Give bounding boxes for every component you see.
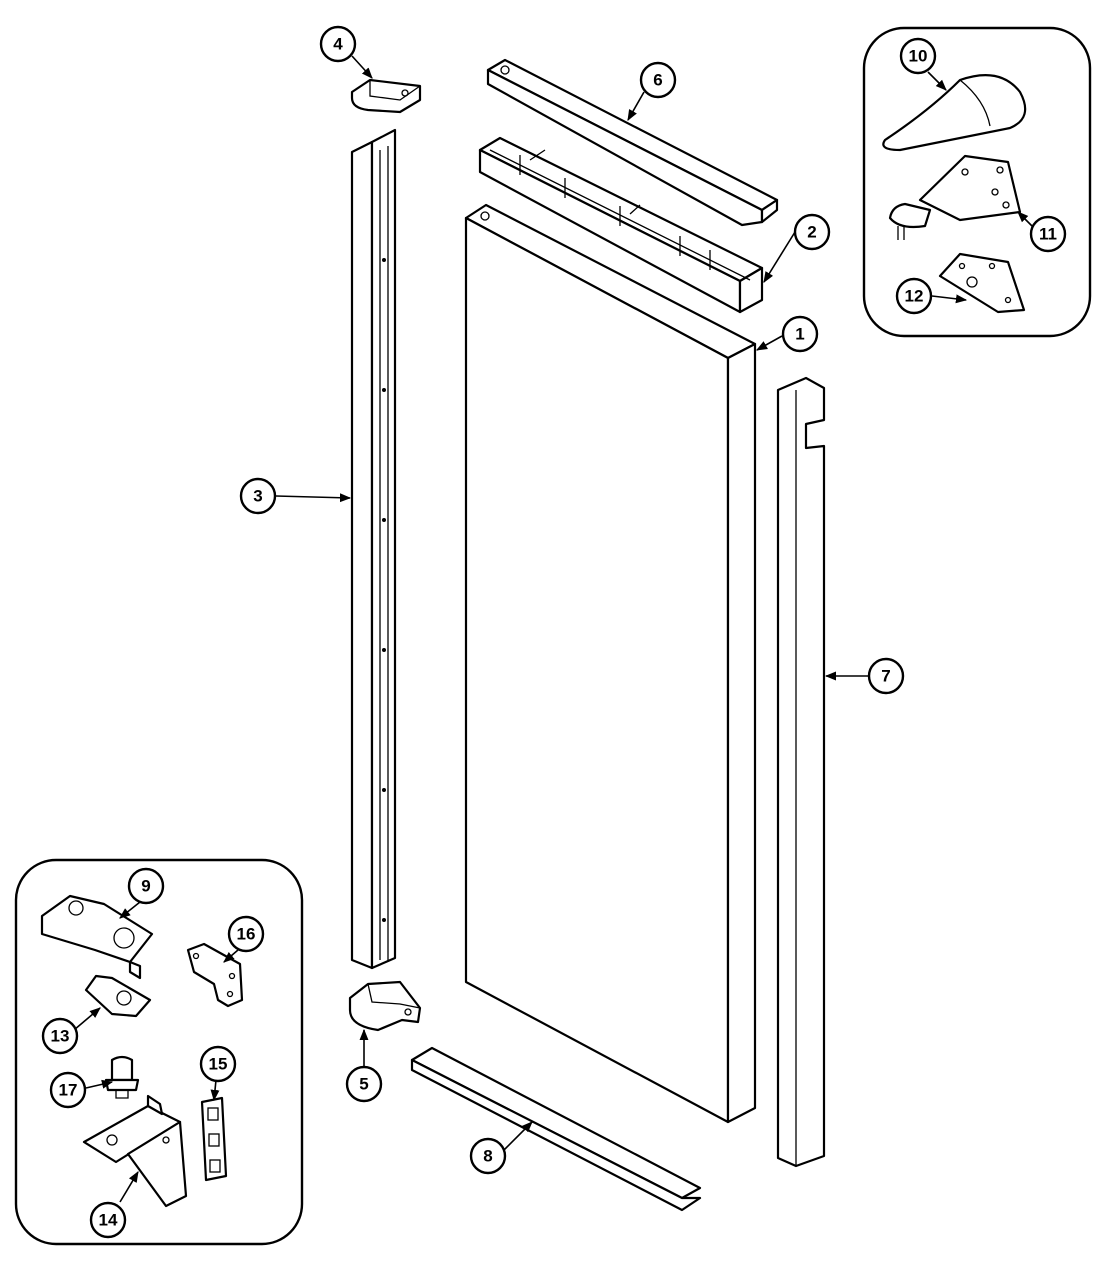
callout-5: 5 (345, 1065, 383, 1103)
callout-14: 14 (89, 1201, 127, 1239)
callout-7: 7 (867, 657, 905, 695)
callout-15: 15 (199, 1045, 237, 1083)
leader-4 (351, 55, 373, 79)
callout-3-label: 3 (253, 487, 262, 506)
part-5-bottom-hinge-cover (348, 980, 422, 1032)
callout-2-label: 2 (807, 223, 816, 242)
leader-14 (119, 1171, 139, 1203)
part-3-left-trim (350, 128, 397, 970)
callout-6-label: 6 (653, 71, 662, 90)
callout-4: 4 (319, 25, 357, 63)
leader-9 (119, 901, 141, 919)
callout-7-label: 7 (881, 667, 890, 686)
leader-lines (73, 55, 1033, 1203)
inset-box-top-right (862, 26, 1092, 338)
leader-6 (627, 91, 645, 121)
callout-10-label: 10 (909, 47, 928, 66)
callout-16: 16 (227, 915, 265, 953)
part-17-hinge-pin (104, 1055, 140, 1099)
leader-11 (1017, 211, 1033, 227)
leader-10 (927, 71, 947, 91)
part-1-door-panel (464, 203, 757, 1124)
callout-4-label: 4 (333, 35, 343, 54)
part-10-hinge-cover (882, 74, 1027, 152)
leader-8 (501, 1121, 533, 1153)
callout-11: 11 (1029, 215, 1067, 253)
callout-5-label: 5 (359, 1075, 368, 1094)
callout-11-label: 11 (1039, 225, 1057, 244)
leader-13 (73, 1007, 101, 1031)
part-13-hinge-plate (84, 974, 152, 1018)
callout-17: 17 (49, 1071, 87, 1109)
part-9-bottom-hinge (40, 894, 154, 980)
part-8-bottom-trim (410, 1046, 702, 1212)
callout-6: 6 (639, 61, 677, 99)
callout-12-label: 12 (905, 287, 924, 306)
part-15-spacer (200, 1096, 228, 1182)
callout-1: 1 (781, 315, 819, 353)
callout-9-label: 9 (141, 877, 150, 896)
leader-3 (275, 493, 352, 503)
leader-16 (223, 949, 239, 963)
callout-17-label: 17 (59, 1081, 78, 1100)
part-4-top-hinge-cover (350, 78, 422, 114)
callout-3: 3 (239, 477, 277, 515)
part-2-top-cap (478, 136, 764, 314)
leader-1 (756, 335, 783, 351)
part-6-top-trim (486, 58, 779, 227)
callout-12: 12 (895, 277, 933, 315)
callout-2: 2 (793, 213, 831, 251)
callout-1-label: 1 (795, 325, 804, 344)
leader-17 (85, 1079, 114, 1089)
callout-8-label: 8 (483, 1147, 492, 1166)
callout-9: 9 (127, 867, 165, 905)
part-11-top-hinge (888, 154, 1022, 240)
callout-13: 13 (41, 1017, 79, 1055)
callout-15-label: 15 (209, 1055, 228, 1074)
leader-12 (931, 294, 968, 304)
leader-2 (763, 231, 796, 283)
inset-box-bottom-left (14, 858, 304, 1246)
callout-14-label: 14 (99, 1211, 118, 1230)
callout-16-label: 16 (237, 925, 256, 944)
callout-13-label: 13 (51, 1027, 70, 1046)
part-12-shim-plate (938, 252, 1026, 314)
part-7-right-trim (776, 376, 826, 1168)
callout-8: 8 (469, 1137, 507, 1175)
leader-15 (210, 1079, 220, 1102)
part-14-hinge-mount (82, 1094, 188, 1208)
callout-10: 10 (899, 37, 937, 75)
